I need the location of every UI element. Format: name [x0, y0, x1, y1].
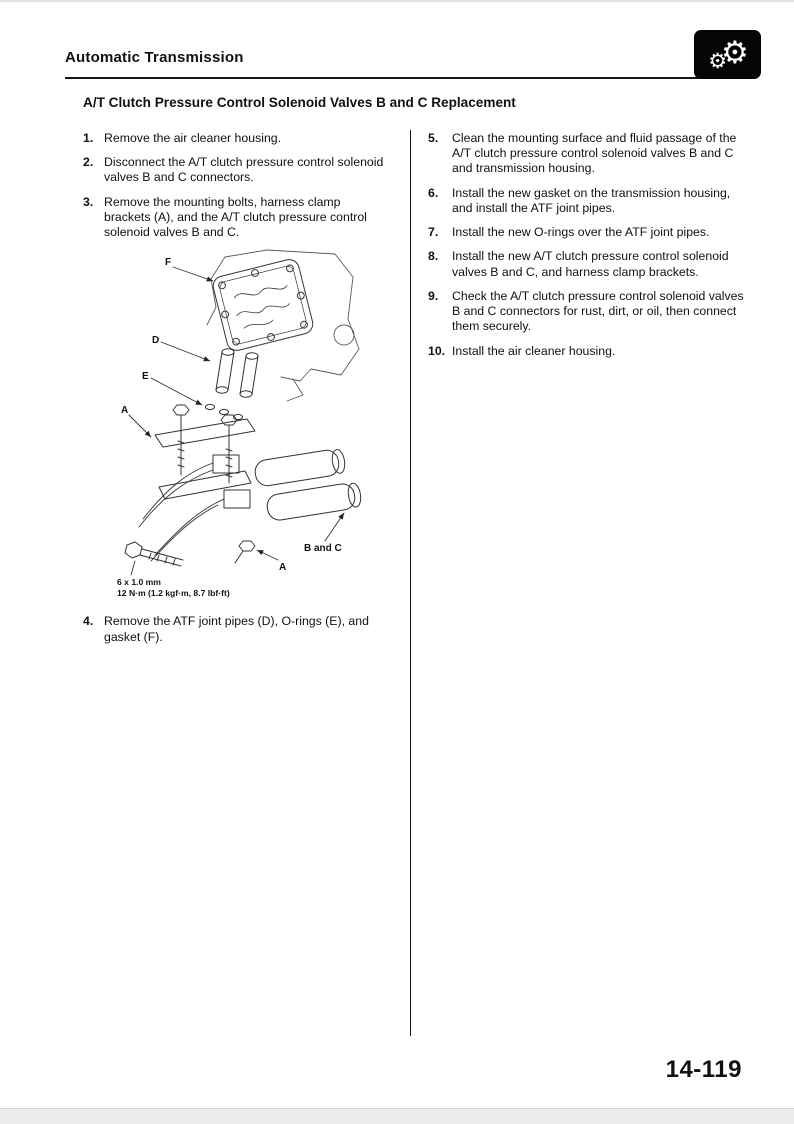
torque-spec-value: 12 N·m (1.2 kgf·m, 8.7 lbf·ft) — [117, 588, 230, 598]
gear-large-icon: ⚙ — [721, 35, 749, 71]
torque-spec-size: 6 x 1.0 mm — [117, 577, 161, 587]
gears-icon: ⚙ ⚙ — [694, 30, 761, 79]
step-text: Remove the mounting bolts, harness clamp… — [104, 194, 367, 240]
left-column: 1. Remove the air cleaner housing. 2. Di… — [83, 131, 389, 654]
step-item: 6. Install the new gasket on the transmi… — [428, 186, 746, 216]
step-text: Install the air cleaner housing. — [452, 343, 616, 358]
figure-label-e: E — [142, 371, 149, 382]
step-number: 10. — [428, 343, 446, 358]
column-divider — [410, 130, 411, 1036]
step-number: 5. — [428, 131, 439, 145]
page-title: A/T Clutch Pressure Control Solenoid Val… — [83, 95, 516, 110]
step-item: 4. Remove the ATF joint pipes (D), O-rin… — [83, 614, 389, 644]
step-item: 5. Clean the mounting surface and fluid … — [428, 131, 746, 177]
step-text: Check the A/T clutch pressure control so… — [452, 288, 744, 334]
step-number: 4. — [83, 614, 94, 629]
step-text: Install the new A/T clutch pressure cont… — [452, 249, 729, 279]
step-item: 9. Check the A/T clutch pressure control… — [428, 289, 746, 335]
figure-label-a-upper: A — [121, 405, 128, 416]
solenoid-valve-illustration: F D E A B and C A 6 x 1.0 mm 12 N·m (1.2… — [117, 249, 362, 598]
figure-label-b-and-c: B and C — [304, 543, 342, 554]
step-text: Install the new gasket on the transmissi… — [452, 185, 731, 215]
mounting-bolt — [124, 540, 256, 567]
step-item: 7. Install the new O-rings over the ATF … — [428, 225, 746, 240]
step-number: 8. — [428, 249, 439, 264]
step-text: Remove the ATF joint pipes (D), O-rings … — [104, 614, 369, 644]
step-item: 2. Disconnect the A/T clutch pressure co… — [83, 155, 389, 185]
step-text: Install the new O-rings over the ATF joi… — [452, 225, 710, 240]
header-rule — [65, 77, 741, 79]
solenoid-valves — [212, 449, 362, 521]
step-number: 7. — [428, 225, 439, 240]
leader-lines — [128, 266, 345, 576]
step-item: 8. Install the new A/T clutch pressure c… — [428, 249, 746, 279]
figure-label-d: D — [152, 335, 159, 346]
figure-label-a-lower: A — [279, 562, 286, 573]
step-item: 1. Remove the air cleaner housing. — [83, 131, 389, 146]
step-text: Clean the mounting surface and fluid pas… — [452, 131, 737, 176]
page-top-edge — [0, 0, 794, 2]
clamp-brackets-and-bolts — [154, 404, 256, 500]
step-number: 3. — [83, 194, 94, 209]
figure-label-f: F — [165, 257, 171, 268]
step-number: 2. — [83, 155, 94, 170]
section-title: Automatic Transmission — [65, 49, 244, 66]
page-bottom-edge — [0, 1108, 794, 1124]
solenoid-valve-figure: F D E A B and C A 6 x 1.0 mm 12 N·m (1.2… — [97, 249, 397, 601]
step-number: 9. — [428, 288, 439, 303]
step-item: 10. Install the air cleaner housing. — [428, 344, 746, 359]
housing-outline — [206, 249, 360, 402]
atf-joint-pipes — [215, 348, 259, 399]
step-text: Disconnect the A/T clutch pressure contr… — [104, 155, 384, 185]
o-rings — [205, 404, 243, 421]
page-number: 14-119 — [665, 1056, 742, 1083]
step-number: 1. — [83, 131, 94, 145]
right-column: 5. Clean the mounting surface and fluid … — [428, 131, 746, 368]
gasket — [212, 259, 314, 352]
step-text: Remove the air cleaner housing. — [104, 131, 282, 145]
step-item: 3. Remove the mounting bolts, harness cl… — [83, 195, 389, 241]
harness-wires — [138, 462, 225, 562]
step-number: 6. — [428, 185, 439, 200]
gear-small-icon: ⚙ — [708, 49, 728, 73]
